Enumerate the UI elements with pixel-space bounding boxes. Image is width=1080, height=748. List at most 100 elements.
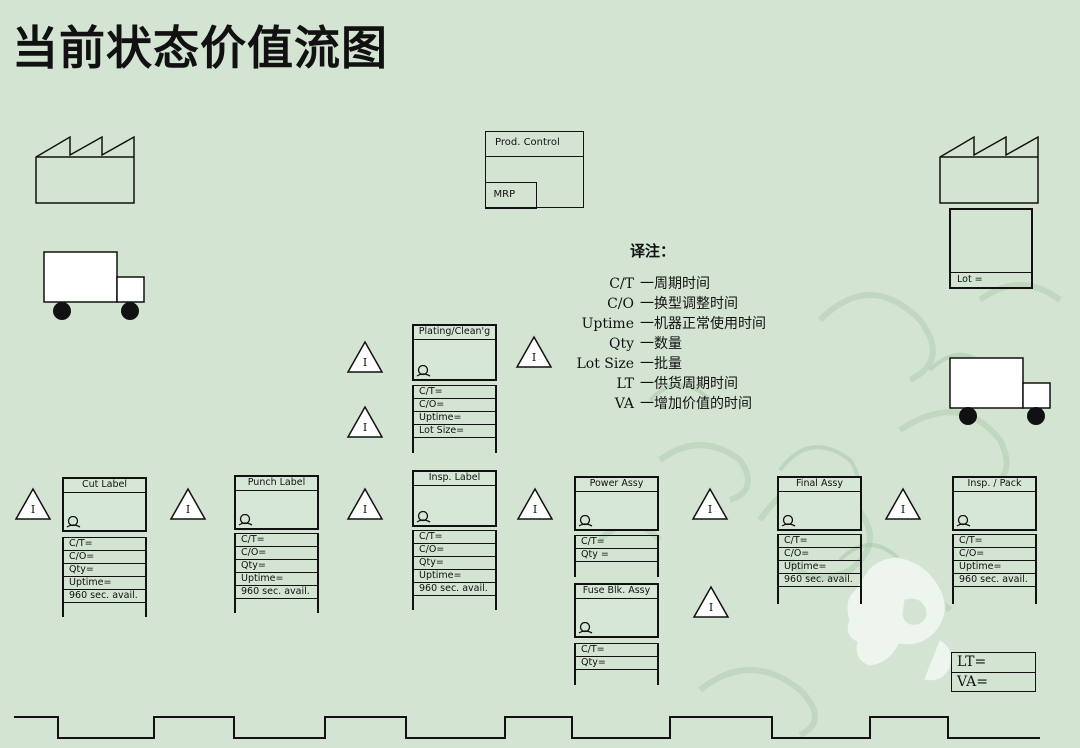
svg-text:I: I: [363, 356, 367, 369]
customer-lot-label: Lot =: [951, 272, 1031, 287]
inventory-triangle-icon: I: [14, 487, 52, 521]
inventory-triangle-icon: I: [516, 487, 554, 521]
operator-icon: [956, 515, 971, 527]
data-row-blank: [236, 598, 317, 612]
data-row: C/O=: [954, 547, 1035, 560]
data-row: C/O=: [236, 546, 317, 559]
supplier-factory-icon: [34, 135, 138, 205]
process-fuse-blk-assy: Fuse Blk. Assy: [574, 583, 659, 638]
inventory-triangle-icon: I: [515, 335, 553, 369]
data-row-blank: [779, 586, 860, 600]
data-box-power-assy: C/T= Qty =: [574, 535, 659, 577]
legend-title: 译注：: [630, 240, 675, 261]
data-row: C/O=: [779, 547, 860, 560]
operator-icon: [781, 515, 796, 527]
customer-truck-icon: [949, 356, 1053, 428]
svg-text:I: I: [532, 351, 536, 364]
svg-text:I: I: [186, 503, 190, 516]
svg-text:I: I: [533, 503, 537, 516]
process-name: Final Assy: [779, 478, 860, 492]
operator-icon: [416, 511, 431, 523]
data-box-fuse-blk-assy: C/T= Qty=: [574, 643, 659, 685]
data-box-punch-label: C/T= C/O= Qty= Uptime= 960 sec. avail.: [234, 533, 319, 613]
data-row: C/T=: [64, 537, 145, 550]
data-box-insp-label: C/T= C/O= Qty= Uptime= 960 sec. avail.: [412, 530, 497, 610]
data-row: Uptime=: [64, 576, 145, 589]
data-row: Uptime=: [779, 560, 860, 573]
data-row: Qty=: [414, 556, 495, 569]
production-control-box: Prod. Control MRP: [485, 131, 584, 208]
data-row: C/T=: [576, 643, 657, 656]
timeline-summary-box: LT= VA=: [951, 652, 1036, 692]
process-punch-label: Punch Label: [234, 475, 319, 530]
process-final-assy: Final Assy: [777, 476, 862, 531]
data-row: Uptime=: [414, 569, 495, 582]
data-box-cut-label: C/T= C/O= Qty= Uptime= 960 sec. avail.: [62, 537, 147, 617]
data-row: C/T=: [576, 535, 657, 548]
data-box-final-assy: C/T= C/O= Uptime= 960 sec. avail.: [777, 534, 862, 604]
data-row: C/T=: [414, 530, 495, 543]
data-row: Uptime=: [236, 572, 317, 585]
lead-time-total: LT=: [952, 653, 1035, 672]
data-row: Qty=: [576, 656, 657, 669]
data-row: C/T=: [236, 533, 317, 546]
data-row-blank: [954, 586, 1035, 600]
data-row: Uptime=: [414, 411, 495, 424]
process-name: Punch Label: [236, 477, 317, 491]
customer-factory-icon: [938, 135, 1042, 205]
data-row: C/T=: [414, 385, 495, 398]
process-name: Cut Label: [64, 479, 145, 493]
data-row: 960 sec. avail.: [414, 582, 495, 595]
operator-icon: [416, 365, 431, 377]
customer-data-box: Lot =: [949, 208, 1033, 289]
process-insp-pack: Insp. / Pack: [952, 476, 1037, 531]
inventory-triangle-icon: I: [346, 487, 384, 521]
inventory-triangle-icon: I: [346, 405, 384, 439]
process-power-assy: Power Assy: [574, 476, 659, 531]
process-name: Fuse Blk. Assy: [576, 585, 657, 599]
timeline-ladder: [0, 705, 1080, 745]
page-title: 当前状态价值流图: [12, 12, 388, 78]
svg-text:I: I: [31, 503, 35, 516]
inventory-triangle-icon: I: [169, 487, 207, 521]
data-row-blank: [576, 669, 657, 683]
data-row-blank: [414, 595, 495, 609]
operator-icon: [578, 515, 593, 527]
data-row-blank: [414, 437, 495, 451]
inventory-triangle-icon: I: [691, 487, 729, 521]
supplier-truck-icon: [43, 250, 147, 322]
production-control-title: Prod. Control: [495, 137, 560, 148]
svg-text:I: I: [901, 503, 905, 516]
process-name: Plating/Clean'g: [414, 326, 495, 340]
data-row: Uptime=: [954, 560, 1035, 573]
data-box-plating-cleaning: C/T= C/O= Uptime= Lot Size=: [412, 385, 497, 453]
process-name: Insp. Label: [414, 472, 495, 486]
inventory-triangle-icon: I: [884, 487, 922, 521]
inventory-triangle-icon: I: [692, 585, 730, 619]
process-plating-cleaning: Plating/Clean'g: [412, 324, 497, 381]
data-row: Qty =: [576, 548, 657, 561]
data-row: Qty=: [236, 559, 317, 572]
inventory-triangle-icon: I: [346, 340, 384, 374]
data-row: C/O=: [64, 550, 145, 563]
process-name: Power Assy: [576, 478, 657, 492]
svg-text:I: I: [363, 503, 367, 516]
svg-text:I: I: [708, 503, 712, 516]
svg-text:I: I: [363, 421, 367, 434]
data-row: C/O=: [414, 543, 495, 556]
data-row: C/O=: [414, 398, 495, 411]
data-row: 960 sec. avail.: [779, 573, 860, 586]
svg-text:I: I: [709, 601, 713, 614]
data-row: Lot Size=: [414, 424, 495, 437]
dragon-decoration: [847, 558, 952, 681]
operator-icon: [238, 514, 253, 526]
value-added-total: VA=: [952, 672, 1035, 692]
operator-icon: [578, 622, 593, 634]
data-row: Qty=: [64, 563, 145, 576]
process-insp-label: Insp. Label: [412, 470, 497, 527]
data-row: 960 sec. avail.: [64, 589, 145, 602]
